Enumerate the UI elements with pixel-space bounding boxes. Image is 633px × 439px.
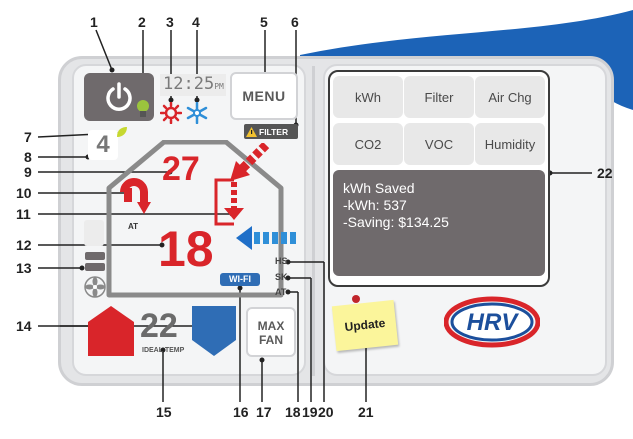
outdoor-temperature: 27	[162, 150, 200, 188]
warning-icon	[246, 126, 257, 137]
wifi-indicator: WI-FI	[220, 273, 260, 286]
unit-status-tile	[84, 220, 104, 246]
panel-divider	[312, 66, 315, 376]
callout-5: 5	[260, 14, 268, 30]
callout-10: 10	[16, 185, 32, 201]
callout-3: 3	[166, 14, 174, 30]
callout-16: 16	[233, 404, 249, 420]
callout-18: 18	[285, 404, 301, 420]
update-button[interactable]: Update	[331, 299, 399, 352]
clock-display: 12:25PM	[160, 74, 226, 96]
filter-warning-badge: FILTER	[244, 124, 298, 139]
house-outline	[106, 140, 284, 298]
max-fan-button[interactable]: MAX FAN	[246, 307, 296, 357]
heating-sun-icon	[160, 102, 182, 124]
voc-button[interactable]: VOC	[404, 123, 474, 165]
filter-button[interactable]: Filter	[404, 76, 474, 118]
light-bulb-icon	[137, 100, 149, 117]
callout-19: 19	[302, 404, 318, 420]
air-flow-arrows	[120, 178, 244, 226]
fan-icon	[84, 276, 106, 298]
callout-11: 11	[16, 206, 31, 222]
callout-22: 22	[597, 165, 613, 181]
callout-21: 21	[358, 404, 374, 420]
callout-17: 17	[256, 404, 272, 420]
max-fan-label: MAX FAN	[257, 319, 285, 347]
air-change-button[interactable]: Air Chg	[475, 76, 545, 118]
callout-8: 8	[24, 149, 32, 165]
callout-14: 14	[16, 318, 32, 334]
indoor-temperature: 18	[158, 221, 214, 277]
fresh-air-arrow-icon	[236, 226, 296, 250]
hs-indicator: HS	[275, 256, 288, 266]
callout-7: 7	[24, 129, 32, 145]
ideal-temperature-value: 22	[140, 307, 178, 345]
heater-unit-icon	[85, 252, 105, 271]
cooling-snowflake-icon	[186, 102, 208, 124]
hrv-logo-text: HRV	[467, 309, 520, 336]
readout-line-3: -Saving: $134.25	[343, 214, 449, 230]
clock-ampm: PM	[214, 82, 224, 91]
temp-down-button[interactable]	[190, 304, 238, 358]
callout-13: 13	[16, 260, 32, 276]
callout-12: 12	[16, 237, 32, 253]
temp-up-button[interactable]	[86, 304, 136, 358]
callout-20: 20	[318, 404, 334, 420]
fan-speed-indicator[interactable]: 4	[88, 130, 118, 160]
readout-line-2: -kWh: 537	[343, 197, 407, 213]
power-icon	[106, 82, 132, 111]
at-indicator: AT	[275, 287, 287, 297]
co2-button[interactable]: CO2	[333, 123, 403, 165]
callout-1: 1	[90, 14, 98, 30]
auto-temp-label: AT	[128, 222, 139, 231]
readout-line-1: kWh Saved	[343, 180, 415, 196]
incoming-air-arrow-icon	[230, 143, 270, 181]
pin-icon	[352, 295, 360, 303]
leaf-icon	[117, 127, 127, 137]
menu-button[interactable]: MENU	[230, 72, 298, 120]
humidity-button[interactable]: Humidity	[475, 123, 545, 165]
kwh-saved-readout: kWh Saved -kWh: 537 -Saving: $134.25	[333, 170, 545, 276]
filter-label: FILTER	[259, 126, 289, 137]
kwh-button[interactable]: kWh	[333, 76, 403, 118]
callout-15: 15	[156, 404, 172, 420]
hrv-logo: HRV	[444, 296, 540, 348]
callout-6: 6	[291, 14, 299, 30]
callout-4: 4	[192, 14, 200, 30]
ideal-temperature-label: IDEAL TEMP	[142, 347, 185, 354]
clock-time: 12:25	[163, 74, 215, 94]
callout-2: 2	[138, 14, 146, 30]
sk-indicator: SK	[275, 272, 288, 282]
callout-9: 9	[24, 164, 32, 180]
